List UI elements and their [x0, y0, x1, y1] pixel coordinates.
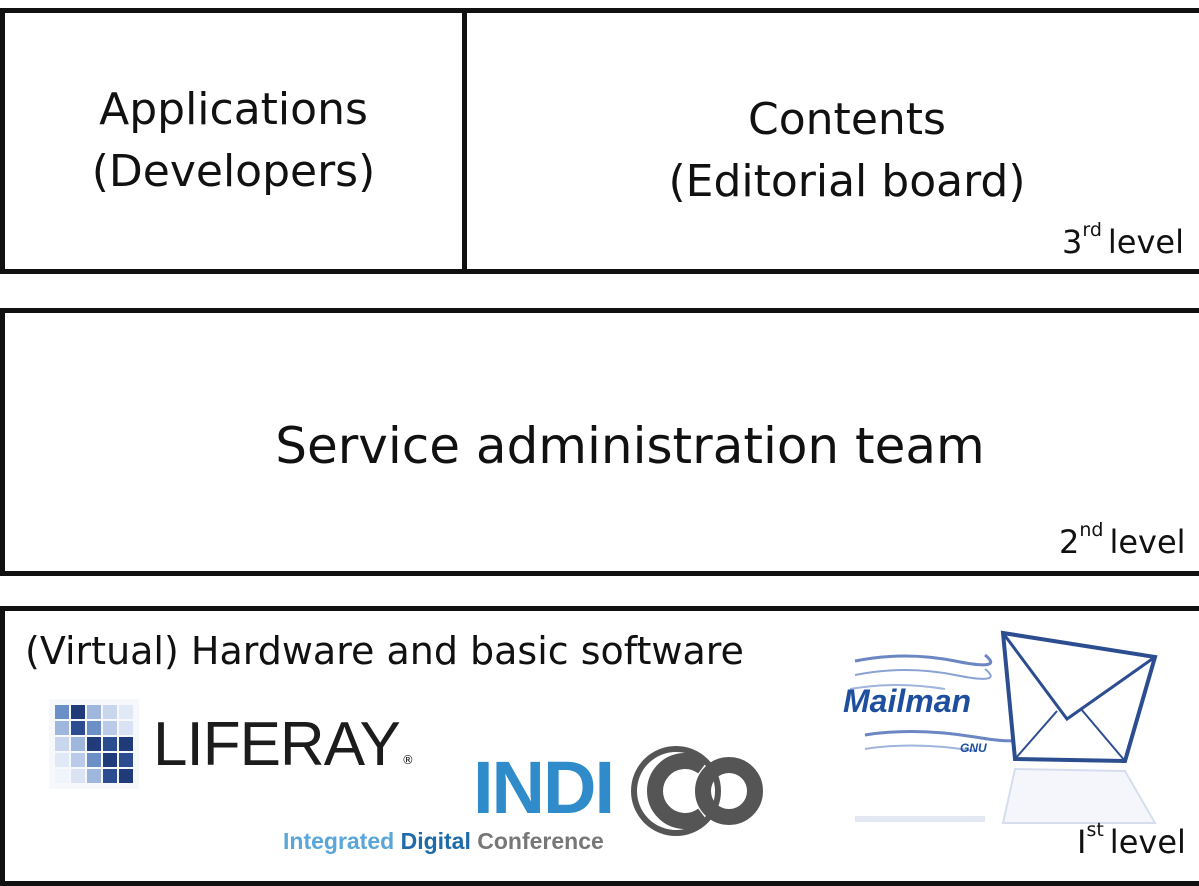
indico-tagline: Integrated Digital Conference: [283, 828, 604, 855]
mailman-wordmark: Mailman: [843, 683, 972, 719]
indico-wordmark: INDI: [473, 746, 615, 829]
level2-number: 2: [1059, 523, 1080, 561]
contents-label: Contents (Editorial board): [467, 89, 1199, 212]
liferay-registered-mark: ®: [401, 753, 414, 767]
applications-subtitle: (Developers): [91, 145, 376, 197]
level2-word: level: [1109, 523, 1186, 561]
level2-suffix: nd: [1079, 519, 1104, 541]
contents-title: Contents: [748, 94, 946, 145]
level1-number: I: [1077, 823, 1087, 861]
indico-tagline-digital: Digital: [400, 828, 471, 854]
indico-tagline-conference: Conference: [477, 828, 604, 854]
mailman-logo: Mailman GNU: [835, 623, 1165, 833]
level1-suffix: st: [1086, 819, 1104, 841]
contents-subtitle: (Editorial board): [668, 155, 1026, 207]
indico-co-icon: [631, 746, 763, 836]
level3-applications-box: Applications (Developers): [0, 8, 467, 274]
liferay-icon: [49, 699, 139, 789]
liferay-logo: LIFERAY ®: [49, 699, 414, 789]
level1-word: level: [1109, 823, 1186, 861]
mailman-envelope-icon: [849, 630, 1158, 824]
level1-box: (Virtual) Hardware and basic software LI…: [0, 606, 1199, 886]
level3-word: level: [1107, 223, 1184, 261]
indico-logo: INDI Integrated Digital Conference: [273, 745, 833, 885]
applications-label: Applications (Developers): [5, 79, 462, 202]
applications-title: Applications: [99, 84, 368, 135]
level3-number: 3: [1062, 223, 1083, 261]
level3-suffix: rd: [1082, 219, 1102, 241]
liferay-wordmark: LIFERAY: [153, 709, 401, 779]
indico-tagline-integrated: Integrated: [283, 828, 395, 854]
mailman-gnu-label: GNU: [960, 741, 987, 755]
service-admin-title: Service administration team: [275, 417, 985, 475]
hardware-title: (Virtual) Hardware and basic software: [25, 629, 744, 673]
